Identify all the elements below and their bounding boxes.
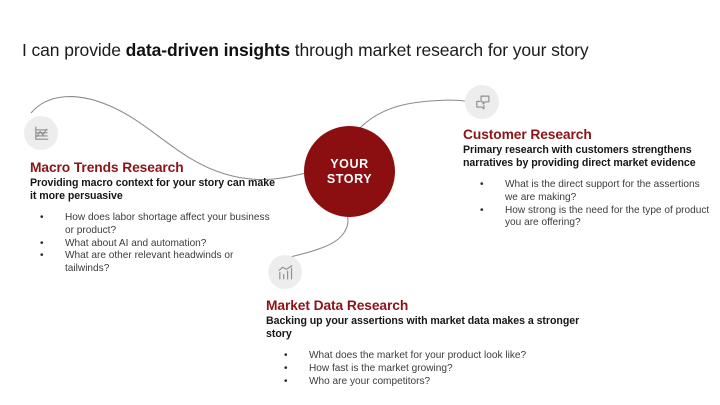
bullet-glyph-icon: • bbox=[40, 250, 44, 262]
list-item: • What is the direct support for the asse… bbox=[463, 179, 711, 204]
center-node-line-1: YOUR bbox=[330, 156, 369, 171]
branch-title-market: Market Data Research bbox=[266, 298, 409, 313]
list-item-text: How strong is the need for the type of p… bbox=[505, 204, 710, 229]
connector-center-to-customer bbox=[357, 99, 471, 131]
list-item: • What about AI and automation? bbox=[30, 238, 280, 251]
list-item: • How strong is the need for the type of … bbox=[463, 205, 711, 230]
branch-title-macro: Macro Trends Research bbox=[30, 160, 184, 175]
list-item: • Who are your competitors? bbox=[266, 376, 596, 389]
page-title-after: through market research for your story bbox=[289, 40, 589, 60]
bullet-glyph-icon: • bbox=[40, 212, 44, 224]
bullet-glyph-icon: • bbox=[40, 237, 44, 249]
branch-bullets-customer: • What is the direct support for the asse… bbox=[463, 179, 711, 229]
list-item-text: What does the market for your product lo… bbox=[309, 350, 527, 362]
center-node-your-story: YOUR STORY bbox=[304, 126, 395, 217]
bullet-glyph-icon: • bbox=[480, 204, 484, 216]
chat-bubbles-icon bbox=[474, 94, 491, 111]
list-item: • What does the market for your product l… bbox=[266, 350, 596, 363]
list-item-text: What about AI and automation? bbox=[65, 237, 207, 249]
chat-bubbles-icon-bubble bbox=[465, 85, 499, 119]
line-chart-icon bbox=[33, 125, 50, 142]
bullet-glyph-icon: • bbox=[284, 350, 288, 362]
list-item: • How does labor shortage affect your bus… bbox=[30, 212, 280, 237]
bullet-glyph-icon: • bbox=[480, 179, 484, 191]
bullet-glyph-icon: • bbox=[284, 375, 288, 387]
list-item: • What are other relevant headwinds or ta… bbox=[30, 250, 280, 275]
branch-block-macro: Macro Trends Research Providing macro co… bbox=[30, 159, 280, 275]
branch-subtitle-market: Backing up your assertions with market d… bbox=[266, 315, 580, 341]
page-title: I can provide data-driven insights throu… bbox=[22, 39, 712, 61]
line-chart-icon-bubble bbox=[24, 116, 58, 150]
list-item-text: How does labor shortage affect your busi… bbox=[65, 212, 270, 236]
branch-bullets-macro: • How does labor shortage affect your bus… bbox=[30, 212, 280, 275]
branch-bullets-market: • What does the market for your product l… bbox=[266, 350, 596, 388]
page-title-emphasis: data-driven insights bbox=[125, 40, 290, 60]
bullet-glyph-icon: • bbox=[284, 363, 288, 374]
branch-block-market: Market Data Research Backing up your ass… bbox=[266, 297, 596, 388]
connector-center-to-market bbox=[284, 213, 349, 260]
list-item-text: What are other relevant headwinds or tai… bbox=[65, 250, 234, 274]
page-title-before: I can provide bbox=[22, 40, 126, 60]
branch-block-customer: Customer Research Primary research with … bbox=[463, 126, 711, 230]
bar-chart-trend-icon bbox=[277, 264, 294, 281]
branch-title-customer: Customer Research bbox=[463, 127, 592, 142]
branch-subtitle-macro: Providing macro context for your story c… bbox=[30, 177, 275, 203]
bar-chart-trend-icon-bubble bbox=[268, 255, 302, 289]
branch-subtitle-customer: Primary research with customers strength… bbox=[463, 144, 696, 170]
list-item-text: How fast is the market growing? bbox=[309, 363, 453, 374]
list-item-text: Who are your competitors? bbox=[309, 375, 431, 387]
connector-macro-to-center bbox=[30, 96, 307, 181]
list-item-text: What is the direct support for the asser… bbox=[505, 179, 700, 203]
list-item: • How fast is the market growing? bbox=[266, 363, 596, 376]
center-node-line-2: STORY bbox=[326, 171, 373, 186]
